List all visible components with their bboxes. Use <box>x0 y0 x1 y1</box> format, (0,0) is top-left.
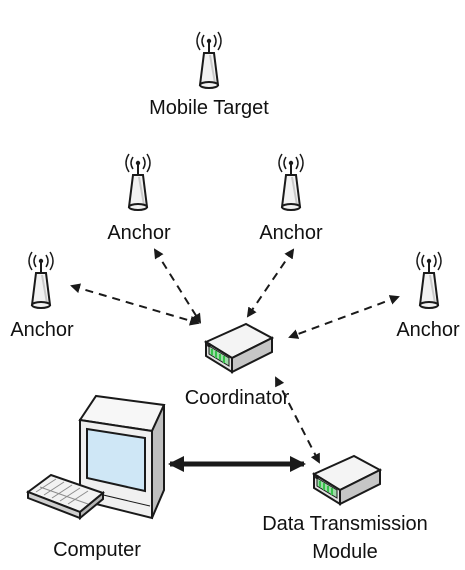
wireless-links <box>70 248 400 464</box>
computer-label: Computer <box>53 539 141 561</box>
anchor-left-label: Anchor <box>10 319 74 341</box>
transmission-module-router-icon <box>313 455 381 505</box>
link-anchor-top-left <box>153 248 202 324</box>
coordinator-label: Coordinator <box>185 387 290 409</box>
anchor-top-right-label: Anchor <box>259 222 323 244</box>
link-anchor-right <box>288 295 400 339</box>
link-anchor-top-right <box>246 248 295 318</box>
anchor-top-left-label: Anchor <box>107 222 171 244</box>
link-anchor-left <box>70 283 200 326</box>
keyboard-icon <box>25 473 106 521</box>
anchor-right-icon <box>416 251 442 309</box>
anchor-top-left-icon <box>125 153 151 211</box>
data-transmission-label-line2: Module <box>312 541 378 563</box>
mobile-target-icon <box>196 31 222 89</box>
anchor-top-right-icon <box>278 153 304 211</box>
data-transmission-label-line1: Data Transmission <box>262 513 428 535</box>
anchor-left-icon <box>28 251 54 309</box>
mobile-target-label: Mobile Target <box>149 97 269 119</box>
anchor-right-label: Anchor <box>396 319 460 341</box>
coordinator-router-icon <box>205 323 273 373</box>
link-coordinator-transmission <box>275 376 320 464</box>
